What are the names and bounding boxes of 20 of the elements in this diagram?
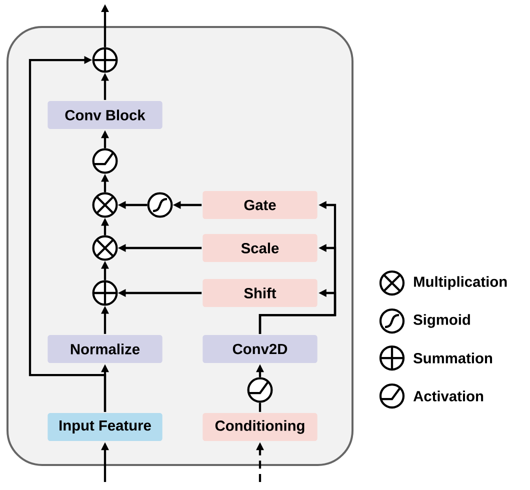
legend-label: Activation [413,390,484,402]
process-box: Normalize [48,335,162,363]
process-box: Shift [202,279,318,307]
legend-label: Summation [414,352,492,364]
multiplication-symbol [92,192,118,218]
input-box: Conditioning [202,413,318,441]
process-box: Conv2D [202,335,318,363]
legend-label: Sigmoid [414,314,470,328]
summation-symbol [92,47,118,73]
process-box: Conv Block [48,101,162,129]
process-box: Scale [202,234,318,262]
input-box: Input Feature [48,413,162,441]
activation-symbol [247,377,273,403]
summation-symbol [92,280,118,306]
multiplication-symbol [92,235,118,261]
activation-symbol [92,148,118,174]
legend-label: Multiplication [414,276,507,290]
sigmoid-symbol [147,192,173,218]
arrow [28,56,106,412]
process-box: Gate [202,191,318,219]
